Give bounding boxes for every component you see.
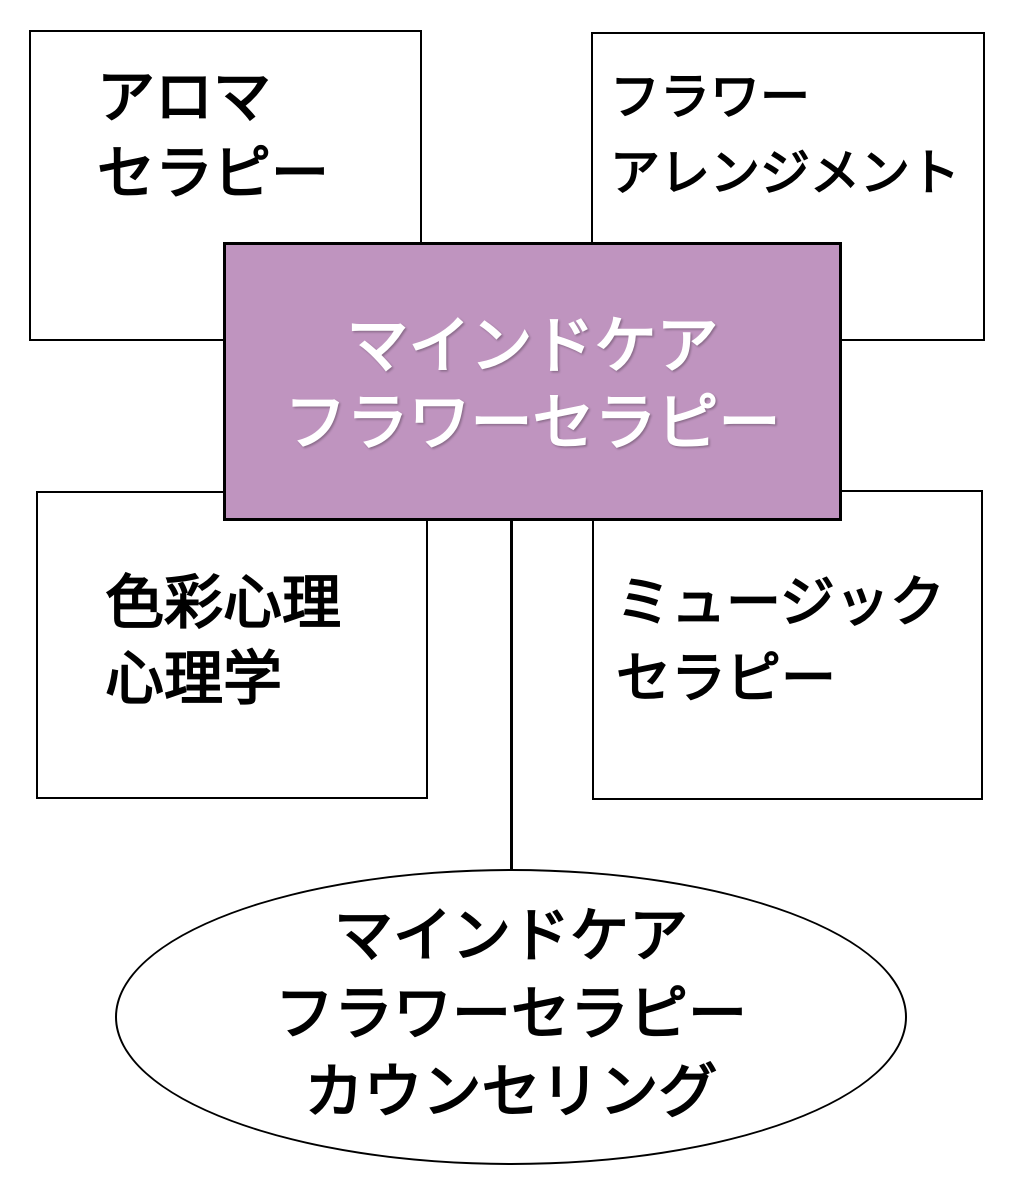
box-color-psychology: 色彩心理 心理学 xyxy=(36,491,428,799)
box-label-line: 心理学 xyxy=(105,646,283,712)
box-label-line: セラピー xyxy=(616,647,837,709)
ellipse-label-line: マインドケア xyxy=(333,903,688,969)
connector-line xyxy=(510,519,513,870)
ellipse-counseling-result: マインドケア フラワーセラピー カウンセリング xyxy=(115,869,907,1165)
box-music-therapy: ミュージック セラピー xyxy=(592,490,983,800)
center-box-label-line: フラワーセラピー xyxy=(284,388,781,458)
box-label-line: フラワー xyxy=(610,69,810,125)
box-label-line: アロマ xyxy=(97,65,272,130)
box-label-line: 色彩心理 xyxy=(105,570,342,636)
box-label-line: アレンジメント xyxy=(610,145,960,201)
ellipse-label-line: カウンセリング xyxy=(304,1059,718,1125)
center-box-label-line: マインドケア xyxy=(346,311,719,381)
box-label-line: セラピー xyxy=(97,141,330,206)
box-label-line: ミュージック xyxy=(616,571,945,633)
ellipse-label-line: フラワーセラピー xyxy=(274,981,747,1047)
center-box-mindcare-flower-therapy: マインドケア フラワーセラピー xyxy=(223,242,842,521)
